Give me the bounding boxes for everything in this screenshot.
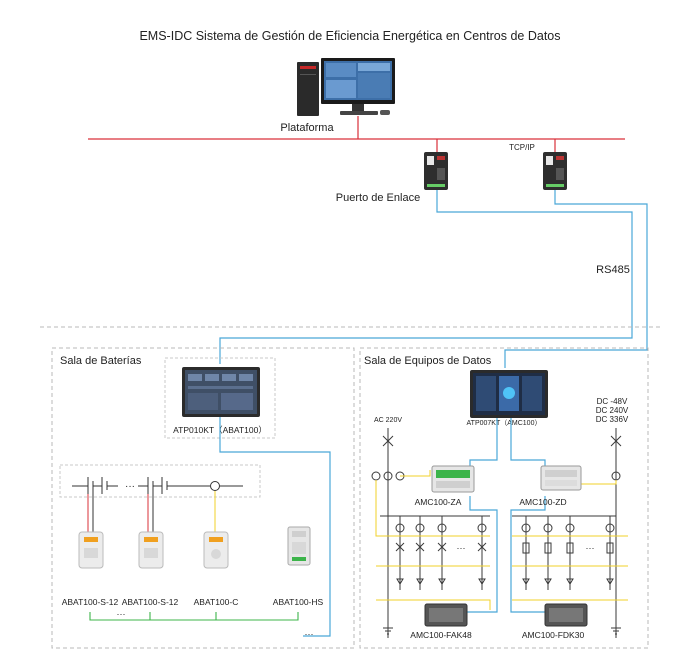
battery-sensor-icon — [138, 531, 164, 569]
battery-room-title: Sala de Baterías — [60, 355, 142, 367]
sensor-label: ABAT100-C — [194, 597, 239, 607]
battery-rs485-link — [219, 417, 331, 637]
diagram-title: EMS-IDC Sistema de Gestión de Eficiencia… — [139, 29, 560, 43]
battery-sensor-icon — [78, 531, 104, 569]
branch-ellipsis: ··· — [457, 543, 466, 553]
battery-ellipsis: ··· — [125, 481, 135, 492]
tcpip-label: TCP/IP — [509, 143, 535, 152]
sensor-label: ABAT100-S-12 — [122, 597, 179, 607]
gateway-device-icon — [543, 152, 567, 190]
branch-ellipsis: ··· — [586, 543, 595, 553]
equipment-rs485 — [465, 418, 546, 613]
meter-device-icon — [431, 465, 475, 493]
rs485-label: RS485 — [596, 264, 630, 276]
sensor-wiring — [87, 490, 216, 532]
dc-input-label: DC 336V — [596, 415, 629, 424]
dc-input-label: DC 240V — [596, 406, 629, 415]
platform-label: Plataforma — [280, 122, 334, 134]
meter-zd-label: AMC100-ZD — [519, 497, 566, 507]
meter-za-label: AMC100-ZA — [415, 497, 462, 507]
ground-icon — [383, 627, 393, 635]
gateway-device-icon — [424, 152, 448, 190]
sensor-ellipsis: ··· — [117, 609, 126, 619]
ground-icon — [611, 627, 621, 635]
branch-sensors — [395, 523, 615, 585]
meter-device-icon — [540, 465, 582, 491]
bus-ellipsis: ··· — [305, 629, 314, 639]
sensor-label: ABAT100-HS — [273, 597, 324, 607]
sensor-bus — [89, 612, 299, 621]
equipment-room-title: Sala de Equipos de Datos — [364, 355, 492, 367]
meter-device-icon — [424, 603, 468, 627]
host-sensor-icon — [287, 526, 311, 566]
equipment-room-zone — [359, 347, 649, 649]
hmi-screen-icon — [182, 367, 260, 417]
meter-fdk30-label: AMC100-FDK30 — [522, 630, 585, 640]
current-sensor-icon — [203, 531, 229, 569]
equipment-screen-label: ATP007KT（AMC100） — [467, 419, 542, 427]
rs485-bus — [219, 190, 648, 368]
yellow-wiring — [375, 470, 628, 610]
sensor-label: ABAT100-S-12 — [62, 597, 119, 607]
gateway-label: Puerto de Enlace — [336, 192, 420, 204]
ac-input-label: AC 220V — [374, 417, 402, 424]
battery-string-frame — [59, 464, 261, 498]
meter-device-icon — [544, 603, 588, 627]
battery-room-zone — [51, 347, 355, 649]
platform-computer-icon — [297, 58, 395, 116]
battery-string — [72, 477, 243, 494]
dc-input-label: DC -48V — [597, 397, 628, 406]
hmi-screen-icon — [470, 370, 548, 418]
meter-fak48-label: AMC100-FAK48 — [410, 630, 472, 640]
power-distribution — [371, 428, 622, 638]
